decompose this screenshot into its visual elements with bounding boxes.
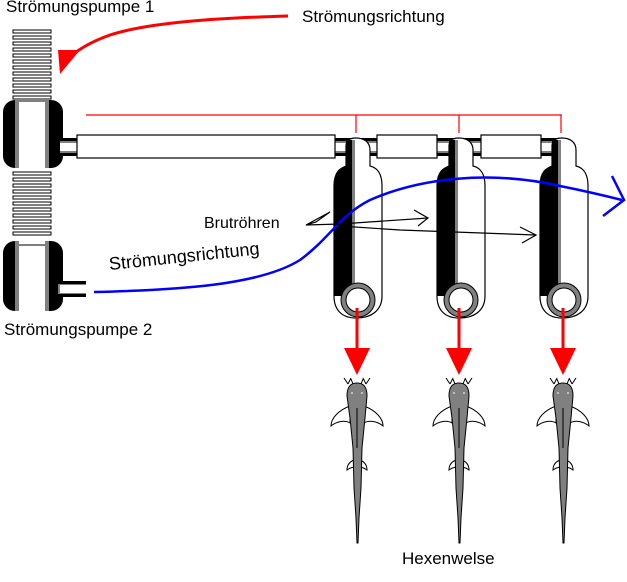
fish-1	[330, 377, 384, 544]
flow-arrow-red	[58, 14, 289, 74]
fish-label: Hexenwelse	[402, 549, 495, 568]
pump-1-coils	[12, 29, 52, 100]
red-bracket	[86, 114, 562, 133]
pump-1	[3, 100, 63, 168]
flow-direction-label-top: Strömungsrichtung	[302, 7, 445, 26]
down-arrow-2	[446, 308, 472, 375]
fish-2	[432, 377, 486, 544]
pump-1-label: Strömungspumpe 1	[6, 0, 155, 16]
manifold-pipe	[60, 134, 565, 159]
breeding-tube-2	[436, 137, 486, 319]
down-arrow-1	[344, 308, 370, 375]
pump-2	[3, 241, 86, 311]
down-arrow-3	[550, 308, 576, 375]
breeding-tube-3	[539, 137, 589, 319]
flow-arrow-blue	[93, 175, 626, 294]
fish-3	[536, 377, 590, 544]
pointer-arrows	[305, 209, 538, 244]
pump-2-coils	[12, 171, 52, 236]
breeding-tubes-label: Brutröhren	[204, 215, 280, 232]
pump-2-label: Strömungspumpe 2	[4, 320, 153, 339]
